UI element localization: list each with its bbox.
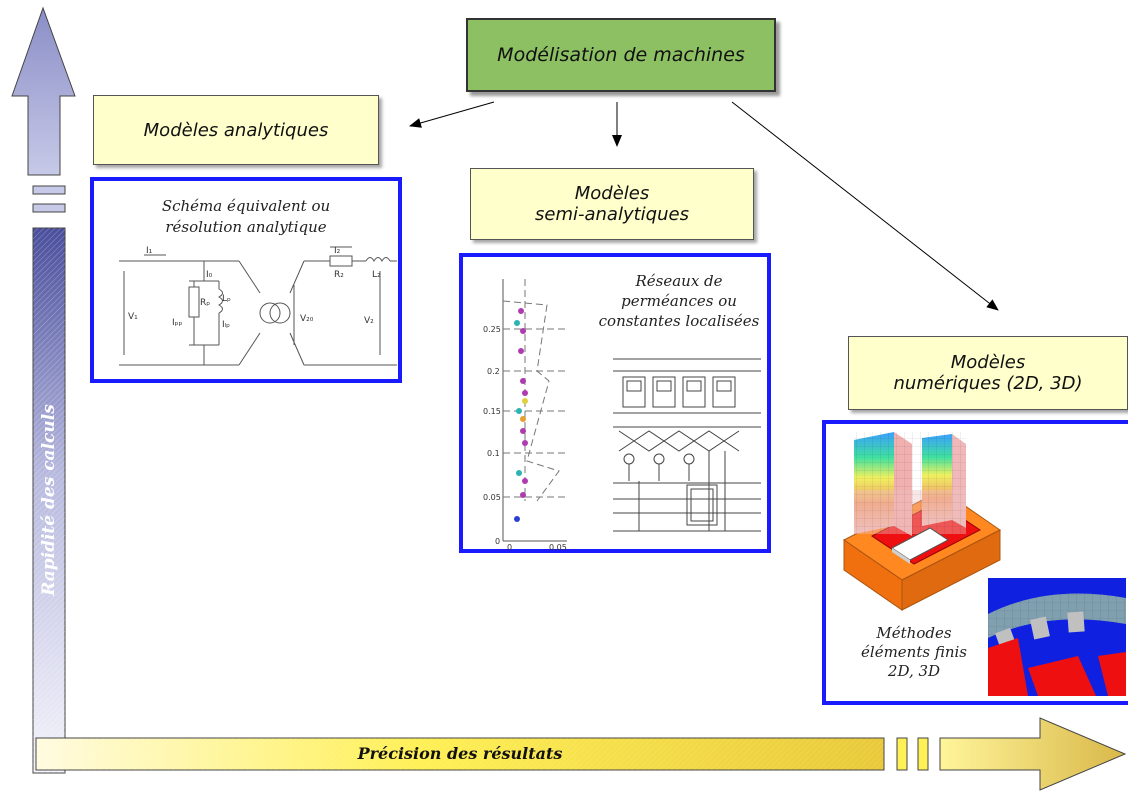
semi-ytick-3: 0.1	[487, 449, 500, 458]
semi-title-2: semi-analytiques	[535, 204, 689, 225]
horizontal-break-2	[917, 737, 929, 771]
analytic-title-box: Modèles analytiques	[93, 95, 379, 165]
numeric-caption-3: 2D, 3D	[887, 662, 941, 680]
horizontal-arrow-head	[939, 717, 1127, 791]
circuit-v20: V₂₀	[300, 314, 314, 324]
circuit-r2: R₂	[334, 270, 344, 280]
numeric-frame: Méthodes éléments finis 2D, 3D	[822, 420, 1128, 705]
numeric-caption-1: Méthodes	[876, 624, 952, 642]
arrow-to-analytic	[409, 101, 495, 128]
fe-2d-mesh	[988, 578, 1126, 696]
numeric-caption-2: éléments finis	[861, 643, 967, 661]
semi-xtick-0: 0	[507, 543, 512, 551]
horizontal-axis-text: Précision des résultats	[357, 744, 563, 763]
top-node: Modélisation de machines	[466, 18, 776, 92]
numeric-title-1: Modèles	[950, 352, 1026, 373]
semi-title-1: Modèles	[574, 183, 650, 204]
semi-caption-2: perméances ou	[621, 292, 737, 310]
semi-xtick-1: 0.05	[549, 543, 567, 551]
semi-ytick-0: 0.25	[483, 325, 501, 334]
semi-ytick-1: 0.2	[487, 367, 500, 376]
numeric-title-2: numériques (2D, 3D)	[893, 373, 1083, 394]
semi-caption-1: Réseaux de	[635, 272, 723, 290]
fe-3d-mesh	[843, 432, 1001, 611]
circuit-ilp: Iₗₚ	[222, 320, 230, 330]
vertical-axis	[11, 6, 76, 774]
semi-caption-3: constantes localisées	[598, 312, 760, 330]
circuit-lp: Lₚ	[222, 294, 231, 304]
circuit-i0: I₀	[206, 270, 213, 280]
circuit-i1: I₁	[146, 246, 153, 256]
plot-points	[514, 308, 528, 522]
circuit-i2: I₂	[334, 246, 341, 256]
vertical-break-1	[32, 185, 66, 195]
circuit-v2: V₂	[364, 316, 374, 326]
circuit-rp: Rₚ	[200, 298, 210, 308]
semi-ytick-5: 0	[495, 537, 500, 546]
reluctance-network	[613, 358, 761, 532]
analytic-frame: Schéma équivalent ou résolution analytiq…	[90, 177, 402, 383]
permeance-plot: 0.25 0.2 0.15 0.1 0.05 0 0 0.05	[483, 279, 567, 551]
semi-ytick-4: 0.05	[483, 493, 501, 502]
horizontal-axis	[35, 717, 1127, 791]
circuit-ifp: Iₚₚ	[172, 318, 183, 328]
vertical-arrow-head	[11, 6, 76, 176]
semi-ytick-2: 0.15	[483, 407, 501, 416]
horizontal-break-1	[896, 737, 908, 771]
circuit-v1: V₁	[128, 312, 138, 322]
numeric-title-box: Modèles numériques (2D, 3D)	[848, 336, 1128, 410]
equivalent-circuit: I₁ I₂ V₁ V₂ V₂₀ R₂ L₂ I₀ Rₚ Lₚ Iₚₚ Iₗₚ	[119, 246, 397, 366]
vertical-break-2	[32, 203, 66, 213]
semi-frame: 0.25 0.2 0.15 0.1 0.05 0 0 0.05	[459, 253, 771, 553]
horizontal-axis-label: Précision des résultats	[36, 738, 884, 770]
analytic-caption-1: Schéma équivalent ou	[161, 197, 331, 215]
arrow-to-numeric	[731, 101, 999, 311]
analytic-caption-2: résolution analytique	[165, 218, 327, 236]
analytic-title: Modèles analytiques	[143, 119, 329, 141]
top-node-label: Modélisation de machines	[497, 44, 745, 66]
semi-title-box: Modèles semi-analytiques	[470, 168, 754, 240]
circuit-l2: L₂	[372, 270, 381, 280]
